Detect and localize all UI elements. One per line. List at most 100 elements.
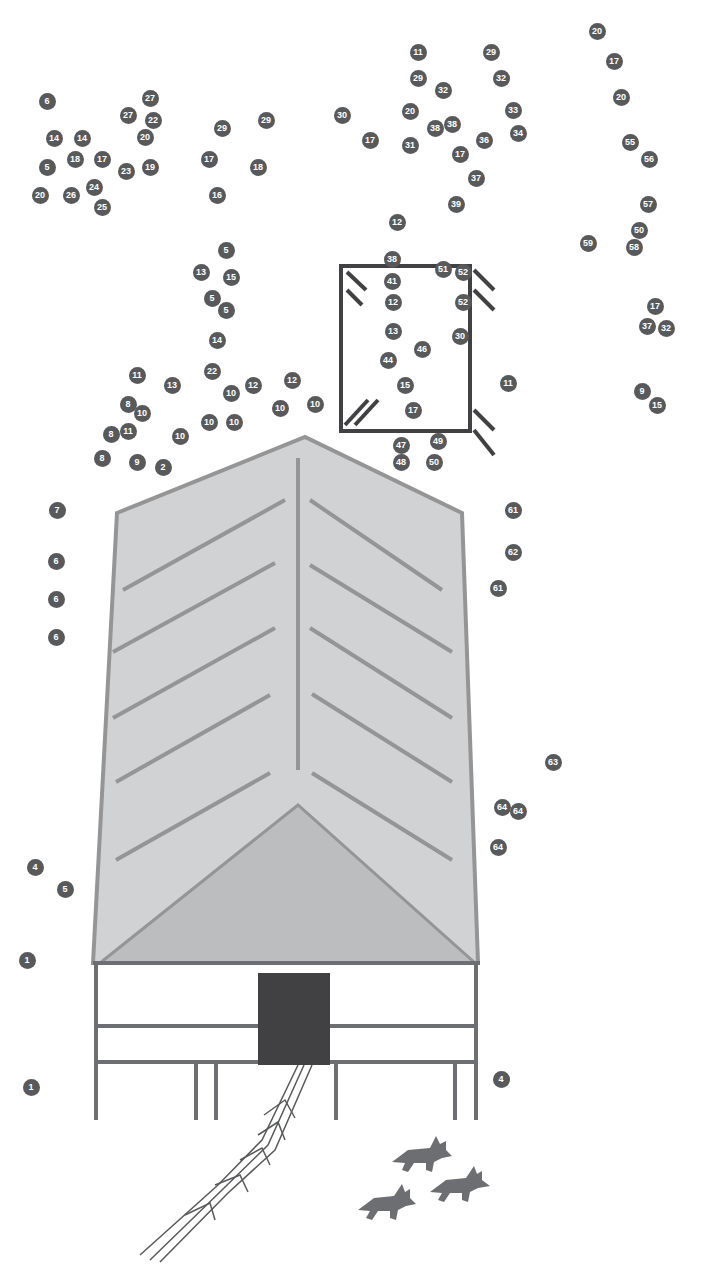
callout-number: 17	[405, 402, 422, 419]
callout-number: 17	[647, 298, 664, 315]
callout-number: 17	[606, 53, 623, 70]
callout-number: 10	[272, 400, 289, 417]
callout-number: 10	[134, 405, 151, 422]
callout-number: 37	[639, 318, 656, 335]
callout-number: 10	[172, 428, 189, 445]
callout-number: 38	[427, 120, 444, 137]
callout-number: 20	[32, 187, 49, 204]
callout-number: 64	[490, 839, 507, 856]
hut	[93, 437, 478, 963]
callout-number: 27	[142, 90, 159, 107]
callout-number: 41	[384, 273, 401, 290]
callout-number: 51	[435, 261, 452, 278]
callout-number: 46	[414, 341, 431, 358]
callout-number: 12	[385, 294, 402, 311]
callout-number: 6	[48, 629, 65, 646]
callout-number: 8	[103, 426, 120, 443]
callout-number: 6	[39, 93, 56, 110]
callout-number: 8	[94, 450, 111, 467]
callout-number: 31	[402, 137, 419, 154]
callout-number: 5	[218, 242, 235, 259]
callout-number: 30	[334, 107, 351, 124]
callout-number: 29	[410, 70, 427, 87]
callout-number: 34	[510, 125, 527, 142]
callout-number: 20	[402, 103, 419, 120]
callout-number: 5	[39, 159, 56, 176]
hut-base	[93, 963, 480, 1120]
callout-number: 32	[493, 70, 510, 87]
callout-number: 38	[384, 251, 401, 268]
callout-number: 29	[258, 112, 275, 129]
callout-number: 5	[204, 290, 221, 307]
callout-number: 23	[118, 163, 135, 180]
callout-number: 22	[145, 112, 162, 129]
foxes	[358, 1136, 490, 1220]
callout-number: 62	[505, 544, 522, 561]
callout-number: 10	[201, 414, 218, 431]
callout-number: 61	[490, 580, 507, 597]
callout-number: 15	[649, 397, 666, 414]
callout-number: 37	[468, 170, 485, 187]
callout-number: 26	[63, 187, 80, 204]
callout-number: 14	[46, 130, 63, 147]
callout-number: 58	[626, 239, 643, 256]
callout-number: 64	[494, 799, 511, 816]
callout-number: 48	[393, 454, 410, 471]
callout-number: 39	[448, 196, 465, 213]
callout-number: 6	[48, 553, 65, 570]
callout-number: 25	[94, 199, 111, 216]
callout-number: 57	[640, 196, 657, 213]
box-outline	[341, 266, 494, 455]
callout-number: 20	[137, 129, 154, 146]
callout-number: 4	[27, 859, 44, 876]
callout-number: 19	[142, 159, 159, 176]
callout-number: 14	[209, 332, 226, 349]
callout-number: 11	[500, 375, 517, 392]
callout-number: 32	[435, 82, 452, 99]
callout-number: 1	[23, 1079, 40, 1096]
callout-number: 50	[631, 222, 648, 239]
callout-number: 36	[476, 132, 493, 149]
callout-number: 12	[389, 214, 406, 231]
callout-number: 52	[455, 264, 472, 281]
callout-number: 13	[385, 323, 402, 340]
callout-number: 10	[307, 396, 324, 413]
callout-number: 12	[284, 372, 301, 389]
callout-number: 20	[589, 23, 606, 40]
callout-number: 9	[634, 383, 651, 400]
callout-number: 5	[57, 881, 74, 898]
door	[258, 973, 330, 1065]
callout-number: 11	[120, 423, 137, 440]
callout-number: 7	[49, 502, 66, 519]
callout-number: 9	[129, 454, 146, 471]
callout-number: 17	[201, 151, 218, 168]
callout-number: 17	[362, 132, 379, 149]
callout-number: 16	[209, 187, 226, 204]
callout-number: 11	[129, 367, 146, 384]
callout-number: 32	[658, 320, 675, 337]
callout-number: 29	[214, 120, 231, 137]
ladder	[140, 1065, 312, 1262]
callout-number: 64	[510, 803, 527, 820]
callout-number: 13	[193, 264, 210, 281]
callout-number: 59	[580, 235, 597, 252]
callout-number: 47	[393, 437, 410, 454]
callout-number: 30	[452, 328, 469, 345]
callout-number: 38	[444, 116, 461, 133]
callout-number: 50	[426, 454, 443, 471]
callout-number: 56	[641, 151, 658, 168]
callout-number: 10	[226, 414, 243, 431]
callout-number: 24	[86, 179, 103, 196]
callout-number: 49	[430, 433, 447, 450]
callout-number: 18	[250, 159, 267, 176]
callout-number: 10	[223, 385, 240, 402]
callout-number: 12	[245, 377, 262, 394]
callout-number: 55	[622, 134, 639, 151]
callout-number: 13	[164, 377, 181, 394]
callout-number: 5	[218, 302, 235, 319]
callout-number: 14	[74, 130, 91, 147]
callout-number: 33	[505, 102, 522, 119]
callout-number: 29	[483, 44, 500, 61]
callout-number: 1	[19, 952, 36, 969]
